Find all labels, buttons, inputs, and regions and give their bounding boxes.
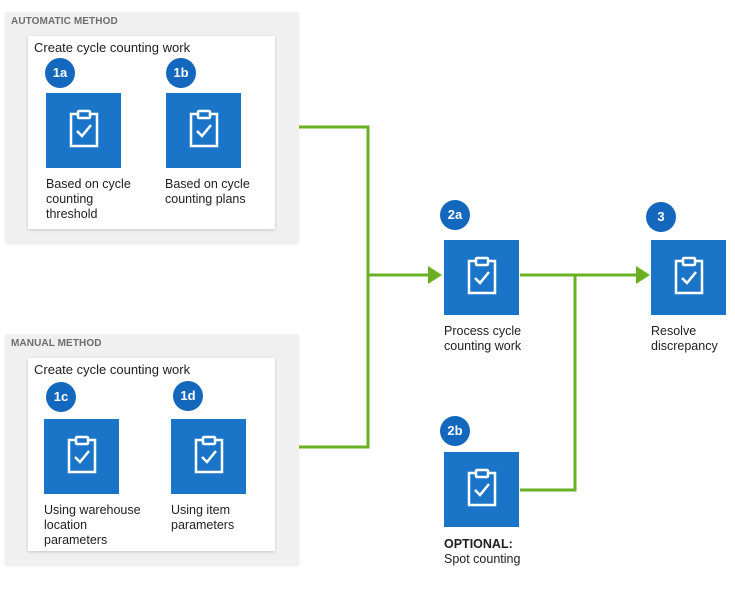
step-caption-1d: Using item parameters [171,503,235,532]
step-badge-1b: 1b [166,58,196,88]
optional-label: OPTIONAL: [444,537,513,551]
clipboard-check-icon [467,468,497,507]
spot-counting-label: Spot counting [444,552,521,566]
step-tile-2b[interactable] [444,452,519,527]
clipboard-check-icon [467,256,497,295]
step-caption-2a: Process cycle counting work [444,324,522,353]
arrowhead-to-2a [428,266,442,284]
step-caption-1a: Based on cycle counting threshold [46,177,131,221]
step-caption-3: Resolve discrepancy [651,324,718,353]
step-tile-2a[interactable] [444,240,519,315]
step-tile-3[interactable] [651,240,726,315]
clipboard-check-icon [69,109,99,148]
connector-automatic [298,125,370,449]
clipboard-check-icon [189,109,219,148]
automatic-panel-title: Create cycle counting work [34,40,191,55]
step-caption-1c: Using warehouse location parameters [44,503,141,547]
clipboard-check-icon [67,435,97,474]
clipboard-check-icon [194,435,224,474]
arrowhead-to-3 [636,266,650,284]
step-badge-2b: 2b [440,416,470,446]
step-tile-1a[interactable] [46,93,121,168]
connector-2b-to-3 [520,275,577,492]
step-tile-1c[interactable] [44,419,119,494]
step-badge-1c: 1c [46,382,76,412]
manual-method-title: MANUAL METHOD [11,338,102,349]
step-caption-2b: OPTIONAL: Spot counting [444,537,520,567]
automatic-method-title: AUTOMATIC METHOD [11,16,118,27]
step-badge-1d: 1d [173,381,203,411]
step-caption-1b: Based on cycle counting plans [165,177,250,206]
step-badge-3: 3 [646,202,676,232]
step-tile-1b[interactable] [166,93,241,168]
step-badge-2a: 2a [440,200,470,230]
step-badge-1a: 1a [45,58,75,88]
clipboard-check-icon [674,256,704,295]
step-tile-1d[interactable] [171,419,246,494]
manual-panel-title: Create cycle counting work [34,362,191,377]
